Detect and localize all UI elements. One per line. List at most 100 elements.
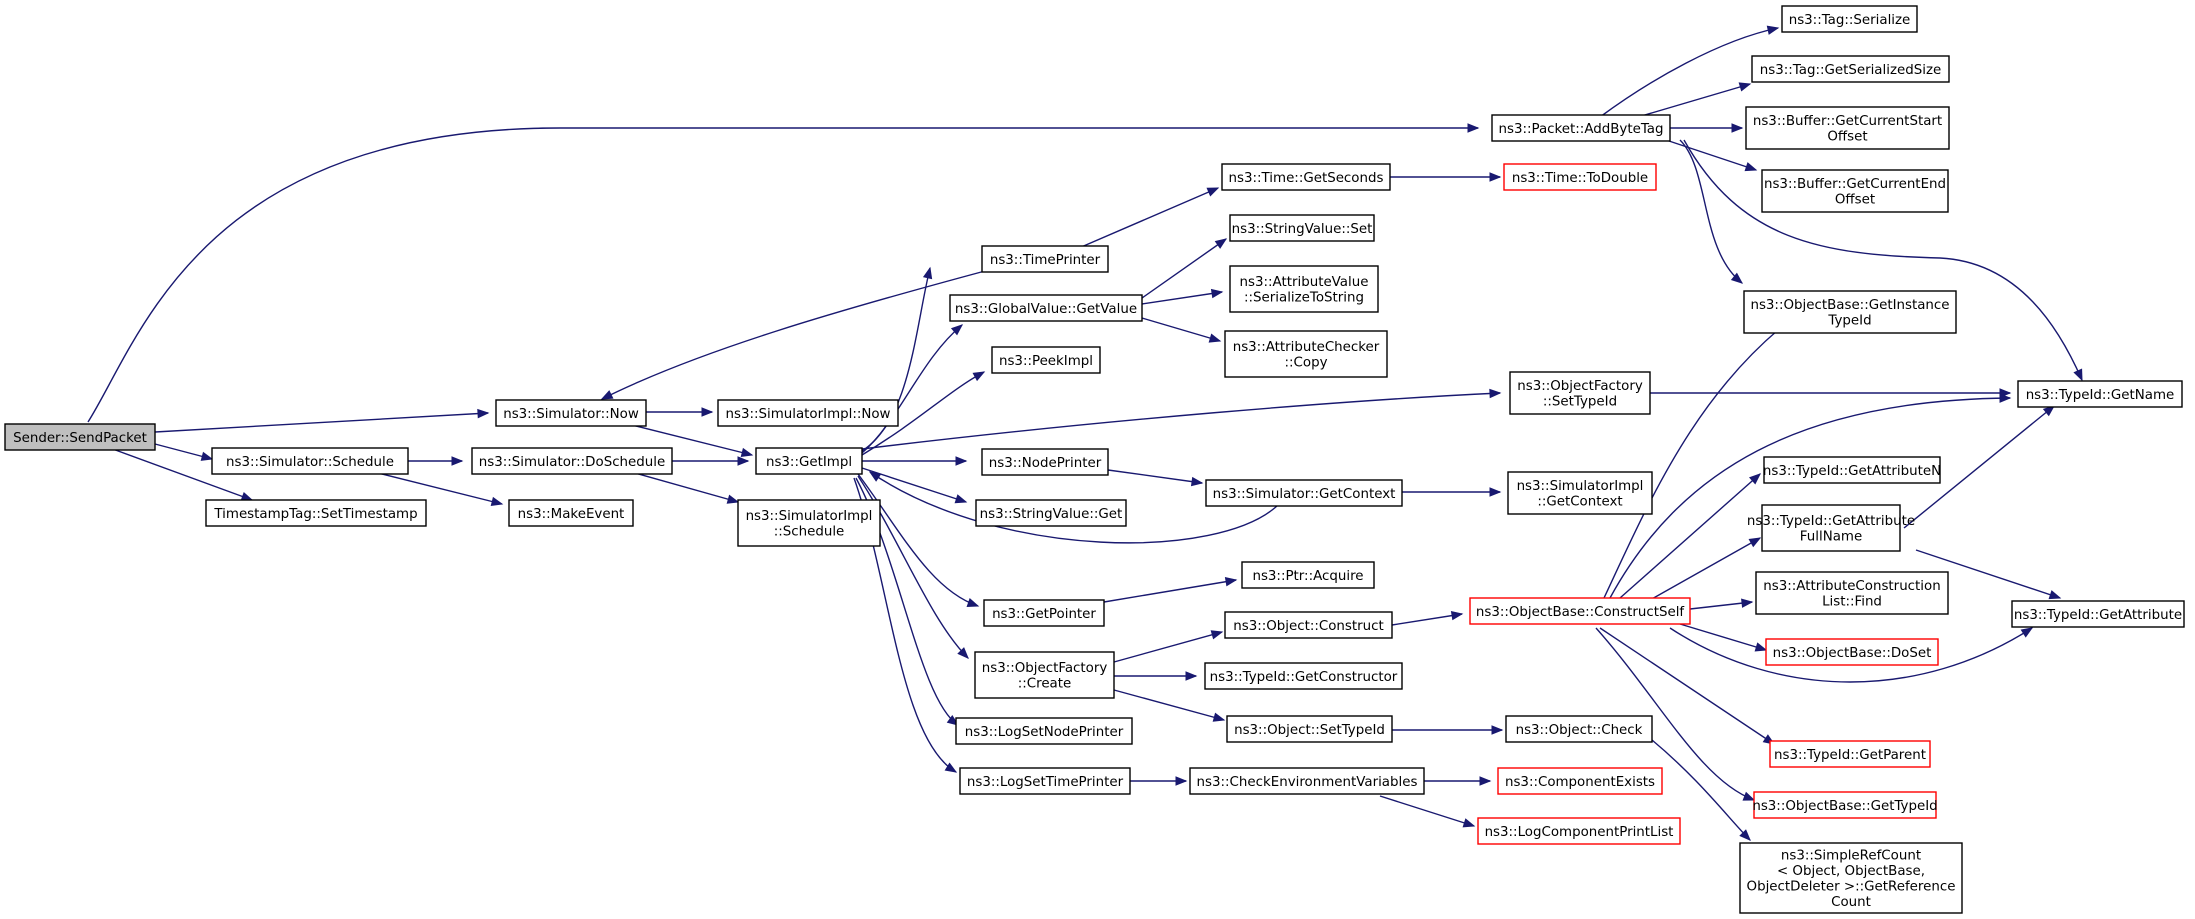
node-box-getinst[interactable] bbox=[1743, 290, 1957, 334]
node-todouble[interactable]: ns3::Time::ToDouble bbox=[1503, 163, 1657, 191]
node-getcons[interactable]: ns3::TypeId::GetConstructor bbox=[1204, 662, 1403, 690]
node-box-getcons[interactable] bbox=[1204, 662, 1403, 690]
node-peek[interactable]: ns3::PeekImpl bbox=[991, 346, 1101, 374]
node-attrn[interactable]: ns3::TypeId::GetAttributeN bbox=[1763, 456, 1941, 484]
node-box-simisched[interactable] bbox=[737, 499, 881, 547]
node-objcheck[interactable]: ns3::Object::Check bbox=[1505, 715, 1653, 743]
node-box-getname[interactable] bbox=[2017, 380, 2183, 408]
node-tagser[interactable]: ns3::Tag::Serialize bbox=[1781, 5, 1918, 33]
node-box-attrn[interactable] bbox=[1763, 456, 1941, 484]
node-box-getptr[interactable] bbox=[983, 599, 1105, 627]
node-box-tagsize[interactable] bbox=[1751, 55, 1950, 83]
node-checkenv[interactable]: ns3::CheckEnvironmentVariables bbox=[1189, 767, 1425, 795]
node-send[interactable]: Sender::SendPacket bbox=[4, 423, 156, 451]
node-now[interactable]: ns3::Simulator::Now bbox=[495, 399, 647, 427]
node-box-addbyte[interactable] bbox=[1491, 114, 1671, 142]
node-box-simpleref[interactable] bbox=[1739, 842, 1963, 914]
node-simictx[interactable]: ns3::SimulatorImpl::GetContext bbox=[1507, 471, 1653, 515]
node-box-tagser[interactable] bbox=[1781, 5, 1918, 33]
node-box-simictx[interactable] bbox=[1507, 471, 1653, 515]
node-box-acquire[interactable] bbox=[1241, 561, 1375, 589]
node-addbyte[interactable]: ns3::Packet::AddByteTag bbox=[1491, 114, 1671, 142]
node-box-doset[interactable] bbox=[1765, 638, 1939, 666]
node-getattr[interactable]: ns3::TypeId::GetAttribute bbox=[2011, 600, 2185, 628]
node-box-compexists[interactable] bbox=[1497, 767, 1663, 795]
node-box-getctx[interactable] bbox=[1205, 479, 1403, 507]
node-acquire[interactable]: ns3::Ptr::Acquire bbox=[1241, 561, 1375, 589]
node-avser[interactable]: ns3::AttributeValue::SerializeToString bbox=[1229, 265, 1379, 313]
node-gettid[interactable]: ns3::ObjectBase::GetTypeId bbox=[1752, 791, 1938, 819]
node-box-send[interactable] bbox=[4, 423, 156, 451]
node-box-bufstart[interactable] bbox=[1745, 106, 1950, 150]
node-box-logprint[interactable] bbox=[1477, 817, 1681, 845]
node-box-peek[interactable] bbox=[991, 346, 1101, 374]
node-getparent[interactable]: ns3::TypeId::GetParent bbox=[1769, 740, 1931, 768]
node-getctx[interactable]: ns3::Simulator::GetContext bbox=[1205, 479, 1403, 507]
node-box-dosched[interactable] bbox=[471, 447, 673, 475]
node-timeprinter[interactable]: ns3::TimePrinter bbox=[981, 245, 1109, 273]
node-accopy[interactable]: ns3::AttributeChecker::Copy bbox=[1224, 330, 1388, 378]
node-box-gettid[interactable] bbox=[1753, 791, 1937, 819]
node-box-logtime[interactable] bbox=[959, 767, 1131, 795]
node-box-avser[interactable] bbox=[1229, 265, 1379, 313]
node-objsettid[interactable]: ns3::Object::SetTypeId bbox=[1226, 715, 1393, 743]
node-nodeprinter[interactable]: ns3::NodePrinter bbox=[981, 448, 1109, 476]
node-simisched[interactable]: ns3::SimulatorImpl::Schedule bbox=[737, 499, 881, 547]
node-ofcreate[interactable]: ns3::ObjectFactory::Create bbox=[974, 651, 1115, 699]
node-box-objsettid[interactable] bbox=[1226, 715, 1393, 743]
node-dosched[interactable]: ns3::Simulator::DoSchedule bbox=[471, 447, 673, 475]
node-mkevent[interactable]: ns3::MakeEvent bbox=[508, 499, 634, 527]
node-box-objcons[interactable] bbox=[1224, 611, 1393, 639]
node-box-getsec[interactable] bbox=[1221, 163, 1391, 191]
node-box-todouble[interactable] bbox=[1503, 163, 1657, 191]
node-lognode[interactable]: ns3::LogSetNodePrinter bbox=[955, 717, 1133, 745]
node-box-getparent[interactable] bbox=[1769, 740, 1931, 768]
node-box-svset[interactable] bbox=[1229, 214, 1375, 242]
node-box-gvget[interactable] bbox=[949, 294, 1143, 322]
node-box-checkenv[interactable] bbox=[1189, 767, 1425, 795]
node-box-ofsettid[interactable] bbox=[1509, 371, 1651, 415]
node-tagsize[interactable]: ns3::Tag::GetSerializedSize bbox=[1751, 55, 1950, 83]
node-gvget[interactable]: ns3::GlobalValue::GetValue bbox=[949, 294, 1143, 322]
node-box-acfind[interactable] bbox=[1755, 571, 1949, 615]
node-box-timeprinter[interactable] bbox=[981, 245, 1109, 273]
node-getimpl[interactable]: ns3::GetImpl bbox=[755, 447, 863, 475]
node-compexists[interactable]: ns3::ComponentExists bbox=[1497, 767, 1663, 795]
node-box-sched[interactable] bbox=[211, 447, 409, 475]
node-box-simnow[interactable] bbox=[717, 399, 899, 427]
node-box-objcheck[interactable] bbox=[1505, 715, 1653, 743]
node-svset[interactable]: ns3::StringValue::Set bbox=[1229, 214, 1375, 242]
node-box-getattr[interactable] bbox=[2011, 600, 2185, 628]
node-settime[interactable]: TimestampTag::SetTimestamp bbox=[205, 499, 427, 527]
node-simpleref[interactable]: ns3::SimpleRefCount< Object, ObjectBase,… bbox=[1739, 842, 1963, 914]
node-box-svget[interactable] bbox=[975, 499, 1127, 527]
node-getptr[interactable]: ns3::GetPointer bbox=[983, 599, 1105, 627]
node-box-attrfull[interactable] bbox=[1761, 504, 1901, 552]
node-consself[interactable]: ns3::ObjectBase::ConstructSelf bbox=[1469, 597, 1691, 625]
node-doset[interactable]: ns3::ObjectBase::DoSet bbox=[1765, 638, 1939, 666]
node-box-lognode[interactable] bbox=[955, 717, 1133, 745]
node-logprint[interactable]: ns3::LogComponentPrintList bbox=[1477, 817, 1681, 845]
node-sched[interactable]: ns3::Simulator::Schedule bbox=[211, 447, 409, 475]
node-ofsettid[interactable]: ns3::ObjectFactory::SetTypeId bbox=[1509, 371, 1651, 415]
node-objcons[interactable]: ns3::Object::Construct bbox=[1224, 611, 1393, 639]
node-getsec[interactable]: ns3::Time::GetSeconds bbox=[1221, 163, 1391, 191]
node-box-accopy[interactable] bbox=[1224, 330, 1388, 378]
node-box-getimpl[interactable] bbox=[755, 447, 863, 475]
node-getname[interactable]: ns3::TypeId::GetName bbox=[2017, 380, 2183, 408]
node-simnow[interactable]: ns3::SimulatorImpl::Now bbox=[717, 399, 899, 427]
node-box-nodeprinter[interactable] bbox=[981, 448, 1109, 476]
node-box-bufend[interactable] bbox=[1761, 169, 1949, 213]
node-svget[interactable]: ns3::StringValue::Get bbox=[975, 499, 1127, 527]
node-box-ofcreate[interactable] bbox=[974, 651, 1115, 699]
node-box-settime[interactable] bbox=[205, 499, 427, 527]
node-box-consself[interactable] bbox=[1469, 597, 1691, 625]
node-logtime[interactable]: ns3::LogSetTimePrinter bbox=[959, 767, 1131, 795]
node-box-now[interactable] bbox=[495, 399, 647, 427]
node-box-mkevent[interactable] bbox=[508, 499, 634, 527]
